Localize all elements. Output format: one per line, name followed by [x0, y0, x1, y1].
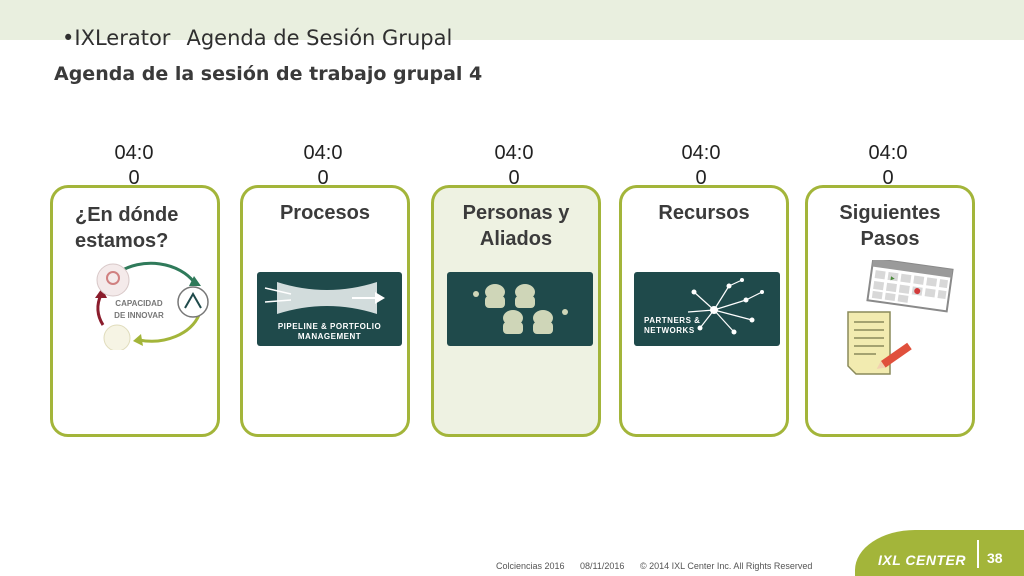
footer-copyright: © 2014 IXL Center Inc. All Rights Reserv…	[640, 561, 813, 571]
brand-name: IXLerator	[74, 26, 171, 50]
time-label: 04:0 0	[868, 142, 908, 189]
agenda-card-people-partners[interactable]: Personas y Aliados	[431, 185, 601, 437]
agenda-card-next-steps[interactable]: Siguientes Pasos	[805, 185, 975, 437]
card-title: ¿En dónde estamos?	[75, 204, 179, 252]
agenda-card-resources[interactable]: Recursos PARTNERS & NETWORKS	[619, 185, 789, 437]
card-title: Siguientes Pasos	[839, 202, 941, 250]
page-number: 38	[987, 550, 1003, 566]
calendar-document-icon	[847, 260, 954, 375]
slide-header: •IXLerator Agenda de Sesión Grupal	[62, 26, 452, 50]
panel-label: PARTNERS & NETWORKS	[644, 316, 701, 335]
slide-subtitle: Agenda de la sesión de trabajo grupal 4	[54, 63, 483, 85]
pipeline-panel: PIPELINE & PORTFOLIO MANAGEMENT	[257, 272, 402, 346]
agenda-card-where-are-we[interactable]: ¿En dónde estamos? CAPACIDAD DE INNOVAR	[50, 185, 220, 437]
card-title: Recursos	[658, 202, 750, 224]
ixl-center-logo: IXL CENTER	[878, 552, 966, 568]
top-band	[0, 0, 1024, 40]
people-panel	[447, 272, 593, 346]
funnel-icon	[264, 282, 385, 314]
network-icon	[687, 278, 764, 335]
innovation-cycle-icon	[95, 261, 209, 350]
panel-label: PIPELINE & PORTFOLIO MANAGEMENT	[277, 322, 382, 341]
time-label: 04:0 0	[303, 142, 343, 189]
card-title: Personas y Aliados	[462, 202, 570, 250]
people-group-icon	[473, 284, 568, 334]
time-label: 04:0 0	[494, 142, 534, 189]
bullet: •	[62, 26, 75, 50]
brand-bar	[855, 530, 1024, 576]
time-label: 04:0 0	[114, 142, 154, 189]
networks-panel: PARTNERS & NETWORKS	[634, 272, 780, 346]
agenda-card-processes[interactable]: Procesos PIPELINE & PORTFOLIO MANAGEMENT	[240, 185, 410, 437]
footer-org: Colciencias 2016	[496, 561, 565, 571]
brand-divider	[977, 540, 979, 568]
slide-title: Agenda de Sesión Grupal	[186, 26, 453, 50]
time-label: 04:0 0	[681, 142, 721, 189]
card-title: Procesos	[279, 202, 371, 224]
footer-date: 08/11/2016	[580, 561, 625, 571]
cycle-center-label: CAPACIDAD DE INNOVAR	[114, 299, 164, 320]
